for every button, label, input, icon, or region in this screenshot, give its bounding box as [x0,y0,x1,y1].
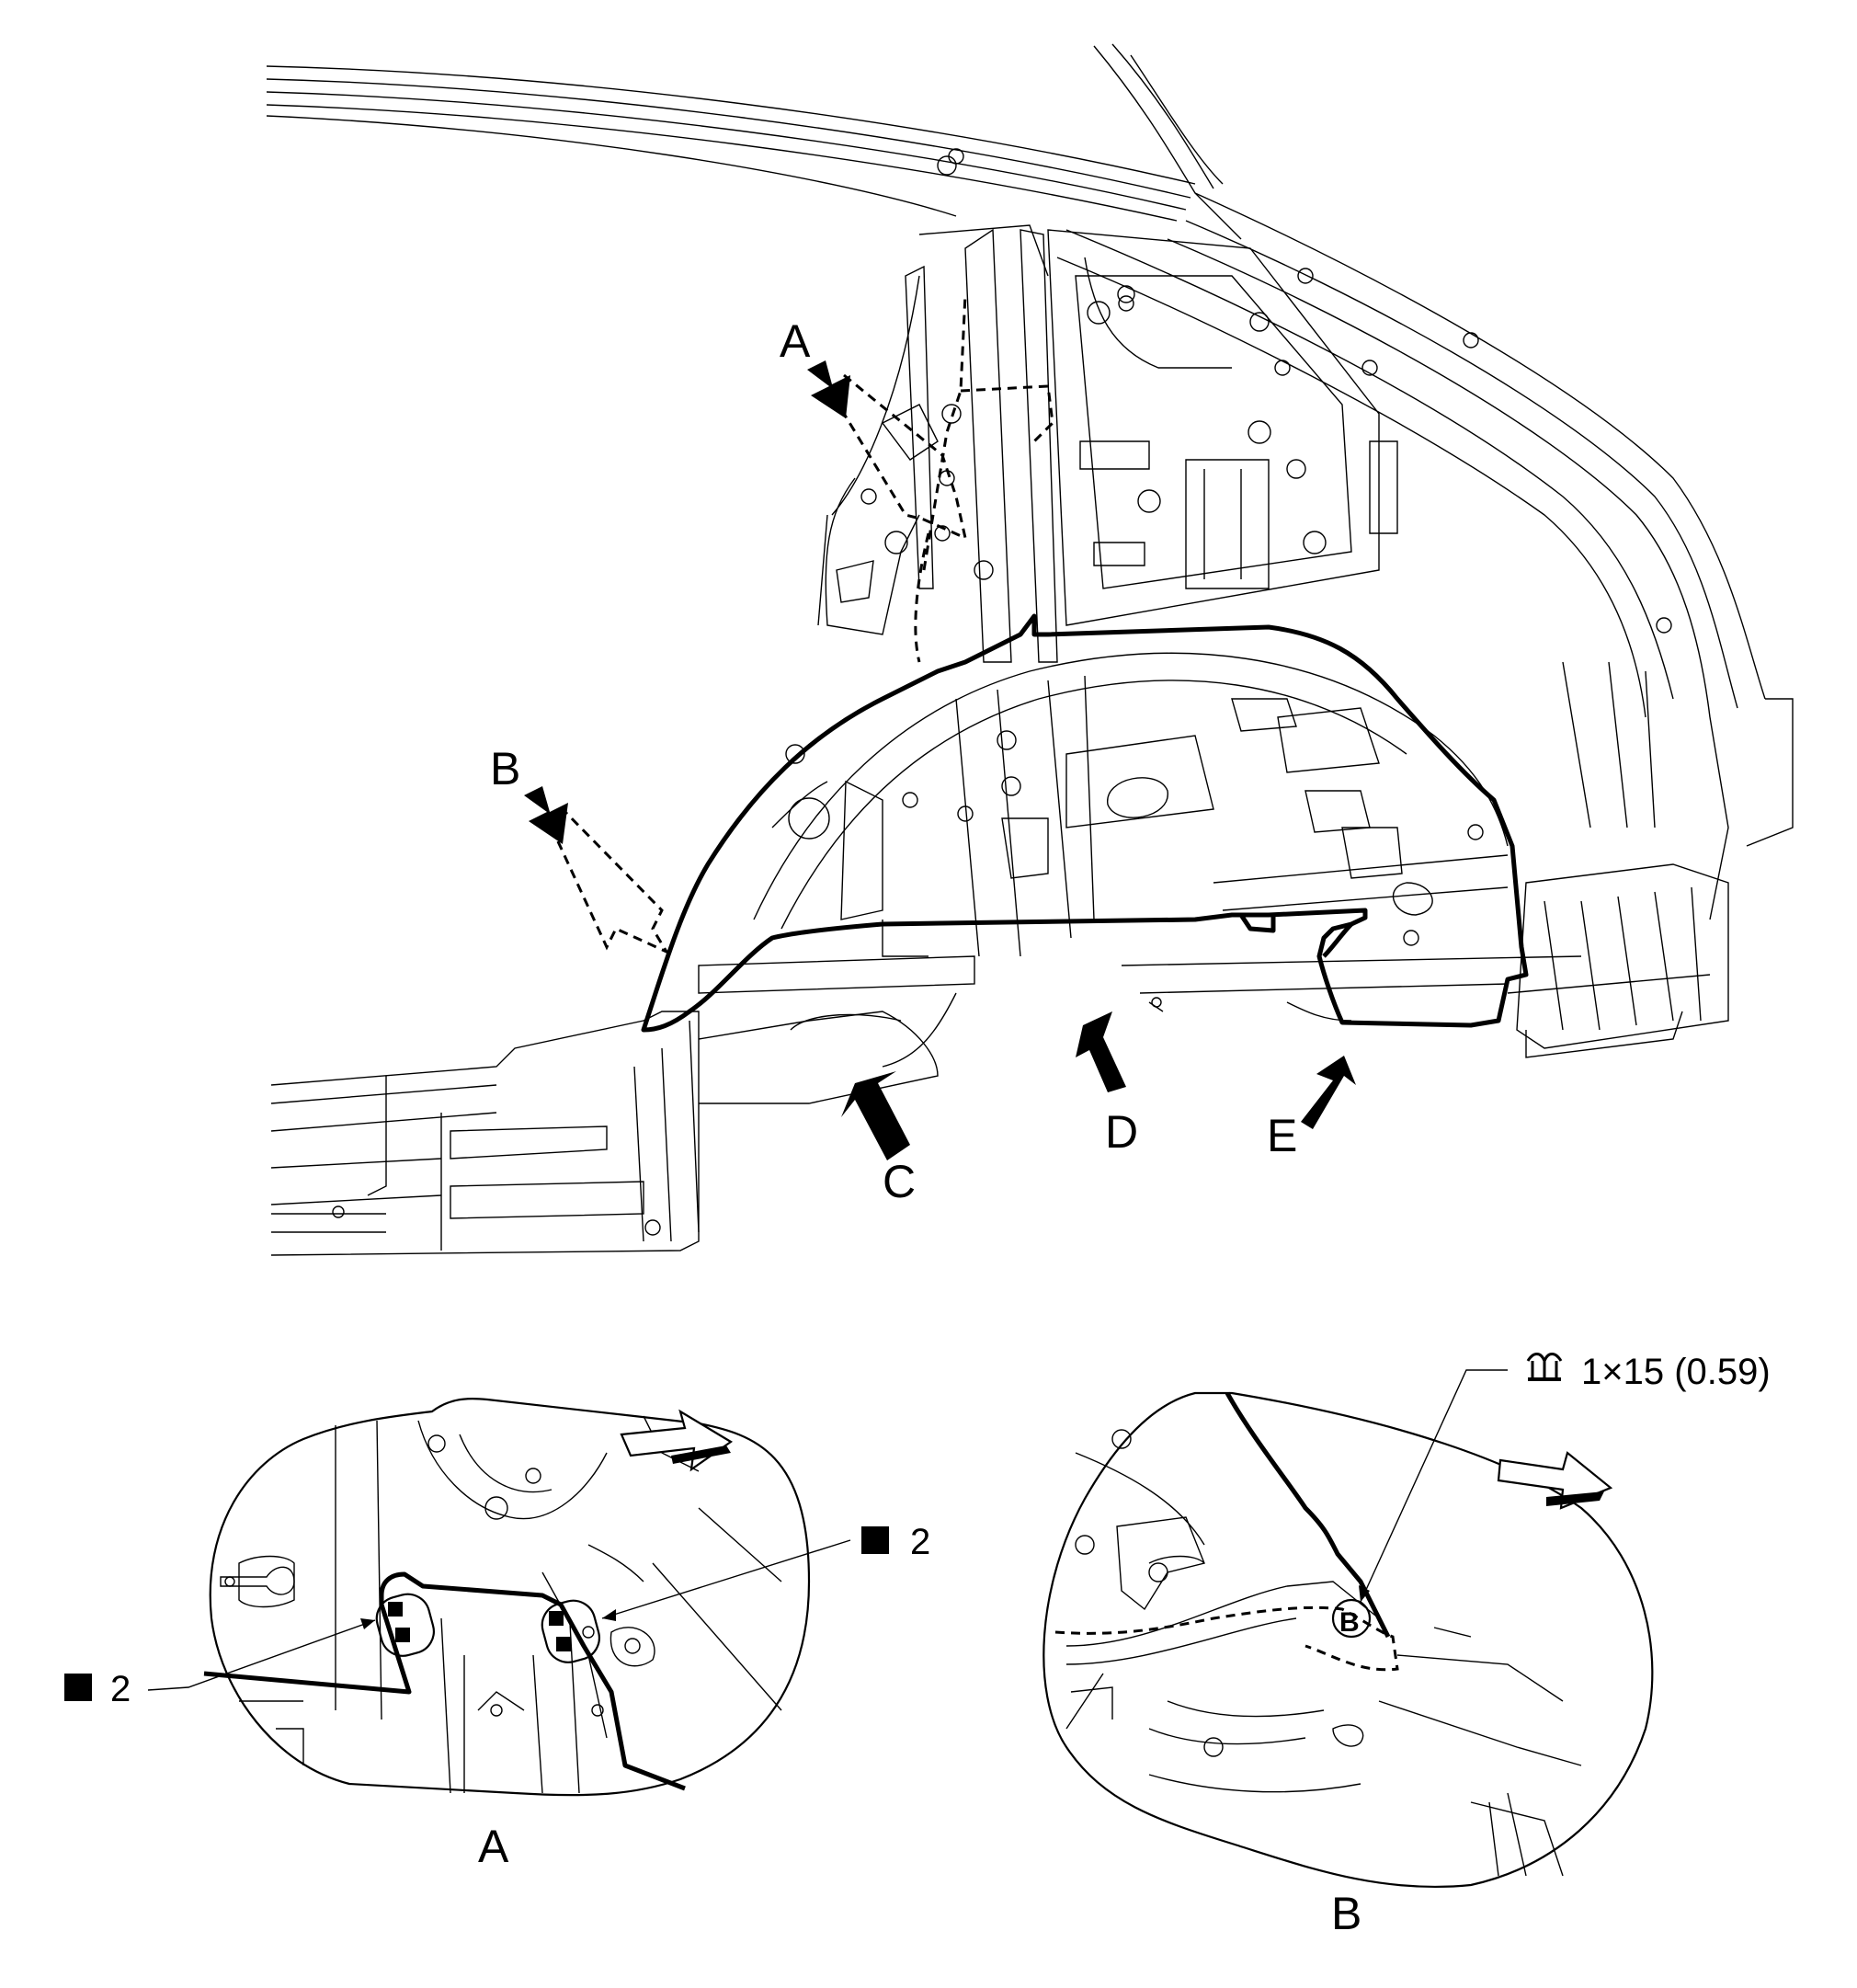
view-arrow-icon [1301,1056,1356,1129]
weld-point-icon [556,1637,571,1651]
detail-a-caption: A [478,1821,509,1872]
callout-a: A [780,315,968,541]
hidden-lines [914,293,1054,663]
weld-count-right: 2 [910,1522,930,1562]
body-structure [266,43,1794,1256]
svg-text:C: C [883,1156,916,1207]
brazing-spec: 1×15 (0.59) [1581,1352,1771,1392]
detail-b: B 1×15 (0.59) B [1042,1352,1771,1939]
detail-a: 2 2 A [64,1398,930,1872]
weld-count-left: 2 [110,1669,131,1709]
svg-text:E: E [1267,1110,1297,1161]
view-arrow-icon [1076,1011,1126,1092]
callout-e: E [1267,1056,1356,1161]
callout-b: B [490,743,670,955]
braze-marker: B [1339,1607,1360,1638]
detail-b-caption: B [1331,1888,1361,1939]
weld-point-icon [64,1674,92,1701]
svg-text:D: D [1105,1106,1138,1158]
weld-point-icon [549,1611,564,1626]
callout-c: C [841,1071,916,1207]
view-arrow-icon [841,1071,910,1160]
svg-text:A: A [780,315,811,367]
callout-d: D [1076,1011,1138,1158]
svg-text:B: B [490,743,520,794]
weld-point-icon [388,1602,403,1617]
view-arrow-icon [524,786,568,844]
weld-point-icon [861,1526,889,1554]
brazing-symbol-icon [1526,1353,1563,1381]
weld-point-icon [395,1628,410,1642]
view-arrow-icon [807,360,850,418]
replacement-part-outline [641,613,1529,1033]
